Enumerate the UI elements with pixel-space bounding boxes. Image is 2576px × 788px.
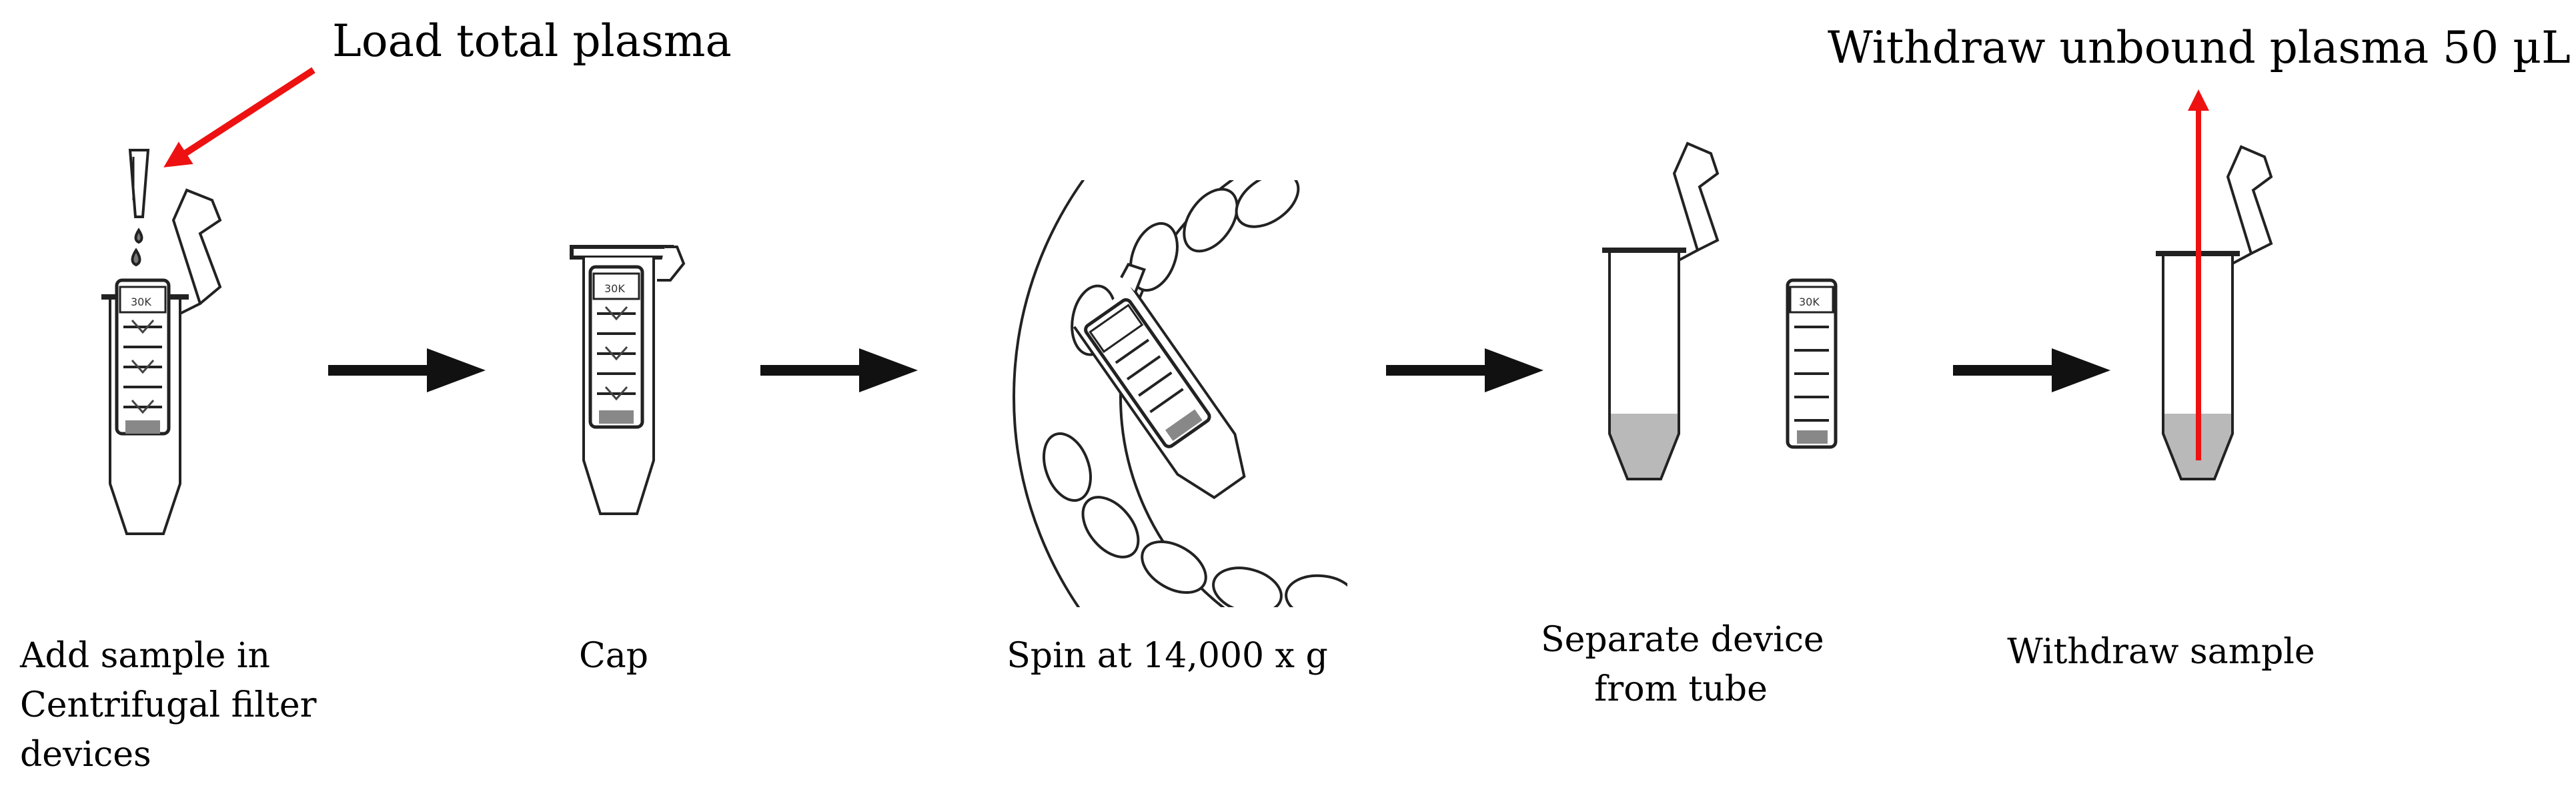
flow-arrow-1 — [328, 348, 486, 392]
step1-label-line: Centrifugal filter — [20, 685, 317, 725]
rotor-slot — [1212, 566, 1283, 607]
step3-label: Spin at 14,000 x g — [987, 631, 1347, 681]
step3-label-line: Spin at 14,000 x g — [1007, 636, 1328, 676]
step4-label: Separate device from tube — [1541, 615, 1824, 714]
rotor-slot — [1141, 540, 1207, 594]
step4-label-line: from tube — [1594, 669, 1768, 709]
svg-text:30K: 30K — [1799, 296, 1820, 308]
step5-label: Withdraw sample — [1974, 627, 2348, 677]
step1-label-line: devices — [20, 735, 151, 775]
flow-arrow-4 — [1953, 348, 2110, 392]
tube-lid — [171, 188, 222, 315]
withdraw-plasma-label: Withdraw unbound plasma 50 µL — [1828, 22, 2571, 73]
svg-text:30K: 30K — [131, 296, 151, 308]
load-plasma-label: Load total plasma — [332, 15, 732, 67]
rotor-slot — [1285, 574, 1347, 607]
flow-arrow-2 — [760, 348, 918, 392]
flow-arrow-3 — [1386, 348, 1543, 392]
droplet — [131, 248, 141, 267]
step2-label: Cap — [547, 631, 680, 681]
rotor-slot — [1043, 432, 1092, 502]
filtrate-liquid — [1609, 414, 1679, 479]
step2-graphic: 30K — [570, 245, 686, 515]
step2-label-line: Cap — [578, 636, 649, 676]
step1-graphic: 30K — [101, 149, 222, 535]
step5-graphic — [2156, 145, 2273, 480]
step1-label: Add sample in Centrifugal filter devices — [20, 631, 316, 779]
step1-label-line: Add sample in — [20, 636, 270, 676]
filter-device — [1786, 278, 1838, 449]
rotor-slot — [1183, 187, 1239, 253]
rotor-slot — [1235, 180, 1300, 228]
svg-text:30K: 30K — [604, 282, 625, 295]
step3-graphic — [1013, 180, 1347, 607]
droplet — [134, 228, 143, 244]
rotor-slot — [1081, 496, 1140, 558]
load-arrow — [163, 67, 315, 167]
step4-graphic: 30K — [1602, 141, 1838, 480]
step5-label-line: Withdraw sample — [2007, 632, 2315, 672]
step4-label-line: Separate device — [1541, 620, 1824, 660]
